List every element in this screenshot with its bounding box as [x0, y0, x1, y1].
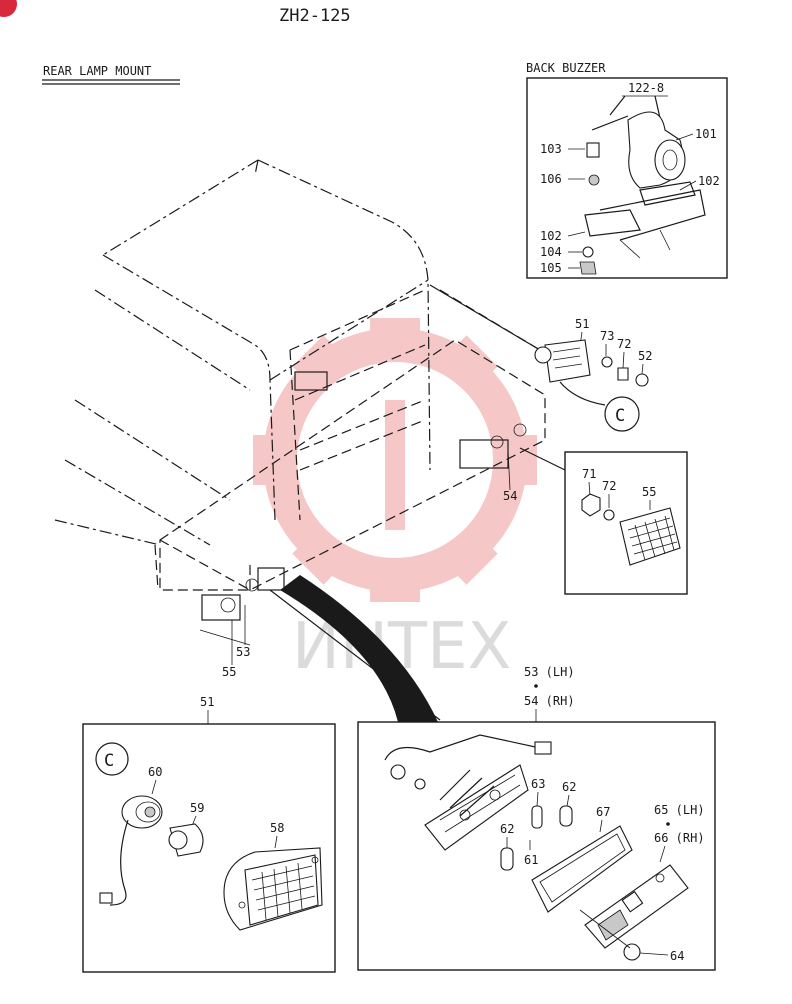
callout-71: 71: [582, 467, 596, 481]
detail-circle-c-label: C: [104, 751, 114, 771]
detail-pointer-wedge: [280, 575, 438, 722]
lamp-cutout-left: [201, 594, 241, 621]
upper-lamp-assembly: 51 73 72 52 C: [534, 317, 652, 432]
callout-72-upper: 72: [617, 337, 631, 351]
callout-53: 53: [236, 645, 250, 659]
callout-105: 105: [540, 261, 562, 275]
page-code: ZH2-125: [279, 6, 351, 26]
page-badge-icon: [0, 0, 17, 17]
callout-102-a: 102: [698, 174, 720, 188]
callout-106: 106: [540, 172, 562, 186]
rear-lamp-mount-heading: REAR LAMP MOUNT: [43, 64, 151, 78]
callout-55-marker: 55: [642, 485, 656, 499]
circle-c-label: C: [615, 406, 625, 426]
callout-62-b: 62: [500, 822, 514, 836]
callout-61: 61: [524, 853, 538, 867]
callout-51-upper: 51: [575, 317, 589, 331]
detail-53-title-lh: 53 (LH): [524, 665, 575, 679]
buzzer-parts: 122-8 101 103 106 102 102 104 105: [540, 81, 720, 275]
detail-circle-c-marker: [95, 742, 129, 776]
lamp-cutout-mid: [257, 567, 285, 591]
callout-52: 52: [638, 349, 652, 363]
lamp-plate: [294, 371, 328, 391]
callout-54: 54: [503, 489, 517, 503]
circle-c-marker: [604, 396, 640, 432]
detail-51-title: 51: [200, 695, 214, 709]
callout-102-b: 102: [540, 229, 562, 243]
truck-rear-view: [54, 159, 566, 722]
callout-62-a: 62: [562, 780, 576, 794]
detail-53-parts: 63 62 67 62 61 65 (LH) 66 (RH) 64: [384, 734, 705, 963]
detail-53-box: [357, 721, 716, 971]
callout-66-rh: 66 (RH): [654, 831, 705, 845]
detail-54-title-rh: 54 (RH): [524, 694, 575, 708]
callout-101: 101: [695, 127, 717, 141]
callout-59: 59: [190, 801, 204, 815]
callout-103: 103: [540, 142, 562, 156]
callout-63: 63: [531, 777, 545, 791]
callout-55: 55: [222, 665, 236, 679]
marker-lamp-parts: 71 72 55: [581, 467, 681, 566]
callout-60: 60: [148, 765, 162, 779]
detail-51-parts: C 60 59 58: [95, 742, 323, 931]
back-buzzer-box: [526, 77, 728, 279]
back-buzzer-heading: BACK BUZZER: [526, 61, 606, 75]
callout-122-8: 122-8: [628, 81, 664, 95]
marker-lamp-box: [564, 451, 688, 595]
callout-104: 104: [540, 245, 562, 259]
callout-64: 64: [670, 949, 684, 963]
callout-73: 73: [600, 329, 614, 343]
buzzer-leader: [429, 284, 541, 351]
detail-51-box: [82, 723, 336, 973]
callout-67: 67: [596, 805, 610, 819]
callout-58: 58: [270, 821, 284, 835]
callout-72-marker: 72: [602, 479, 616, 493]
watermark-gear-icon: [253, 318, 537, 602]
callout-65-lh: 65 (LH): [654, 803, 705, 817]
